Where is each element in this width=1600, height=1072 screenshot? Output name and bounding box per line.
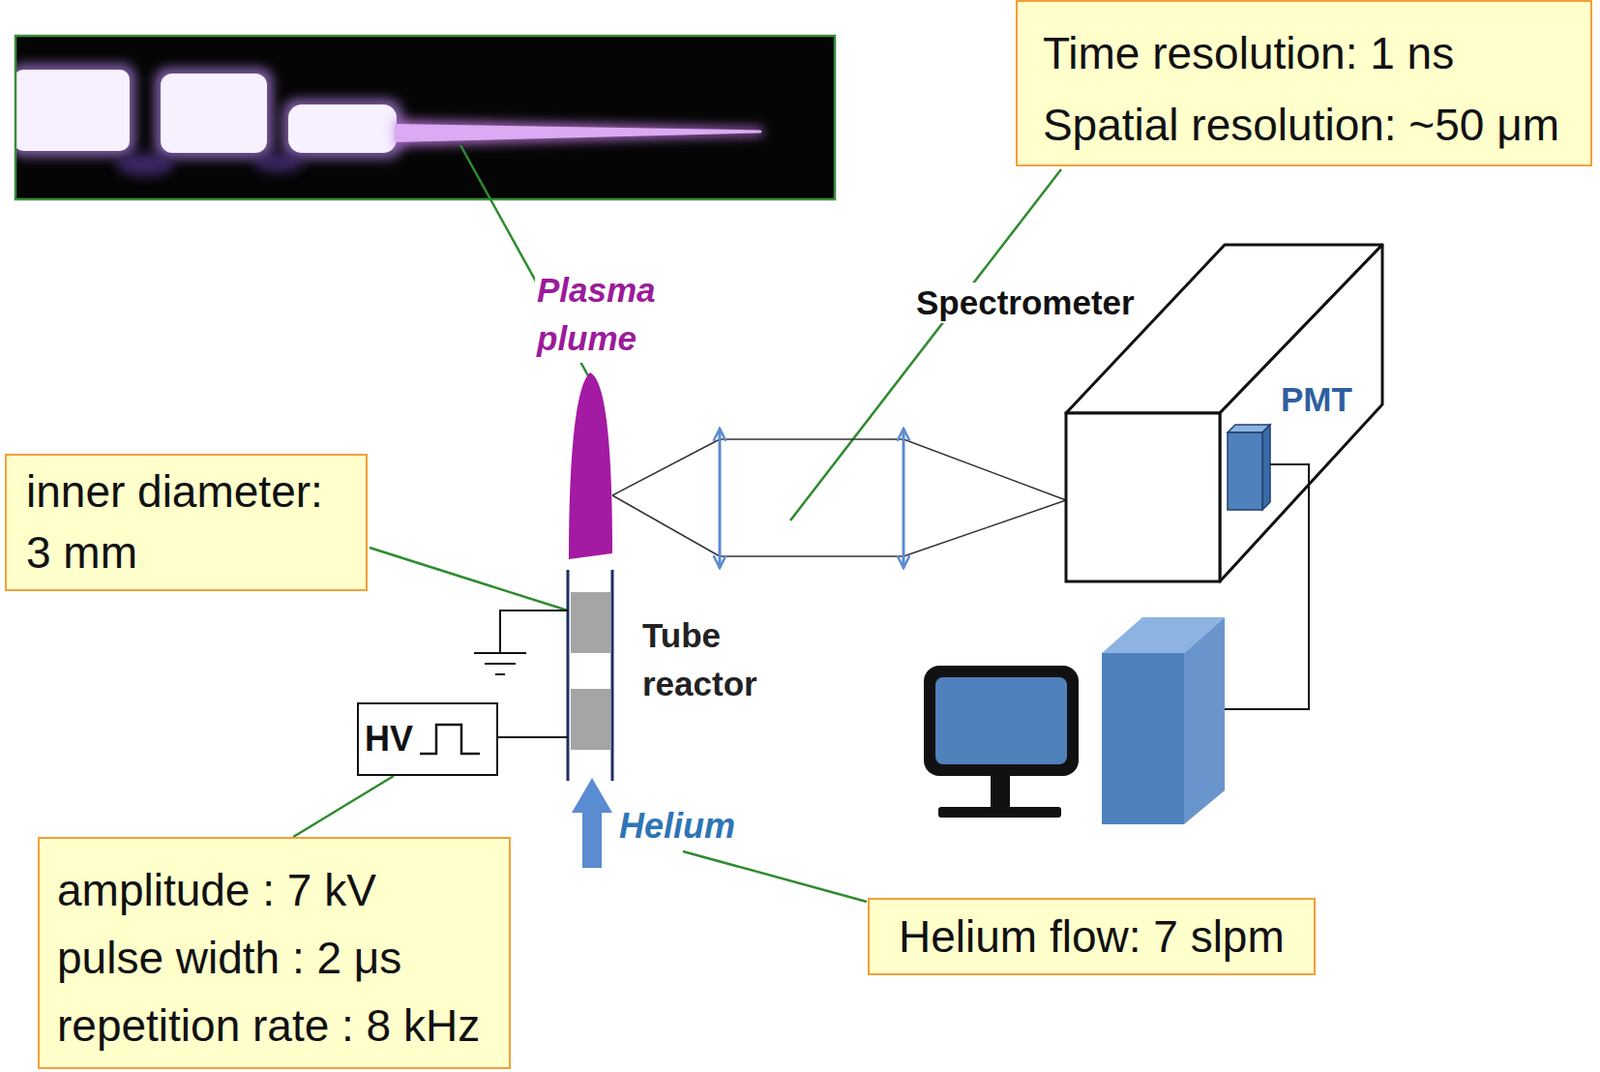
- ray: [903, 439, 1067, 501]
- tower-front: [1101, 652, 1185, 825]
- monitor-stand: [990, 775, 1010, 807]
- pmt-side: [1262, 424, 1271, 510]
- plume-label: Plasma plume: [534, 266, 684, 363]
- callout-text: Spatial resolution: ~50 μm: [1042, 88, 1560, 161]
- monitor-frame: [923, 665, 1079, 776]
- leader-line: [682, 851, 867, 902]
- electrode-block: [570, 688, 611, 750]
- ray: [612, 495, 720, 557]
- monitor-base: [938, 806, 1062, 818]
- pulse-waveform: [419, 724, 480, 754]
- leader-line: [790, 169, 1062, 521]
- electrode-block: [570, 592, 611, 653]
- ray: [903, 500, 1067, 557]
- hv-source: HV: [356, 702, 499, 776]
- reactor-label: Tube reactor: [640, 611, 800, 709]
- flow-callout: Helium flow: 7 slpm: [867, 897, 1316, 976]
- tube-wall: [566, 569, 570, 781]
- electrode-core: [15, 69, 130, 151]
- electrode-glow: [154, 67, 273, 159]
- plume-glow: [394, 119, 765, 147]
- ray: [719, 438, 904, 441]
- spectrometer-side: [1219, 244, 1383, 582]
- ground-wire: [500, 610, 568, 653]
- ray: [612, 439, 720, 496]
- callout-text: Helium flow: 7 slpm: [898, 899, 1285, 974]
- ground-symbol: [495, 673, 505, 676]
- tower-side: [1184, 617, 1225, 825]
- callout-text: repetition rate : 8 kHz: [57, 991, 480, 1060]
- lens-symbol: [902, 428, 906, 568]
- photo-frame: [15, 35, 835, 200]
- pmt-label: PMT: [1278, 379, 1355, 420]
- monitor-screen: [935, 677, 1067, 765]
- pmt-front: [1227, 432, 1263, 510]
- leader-line: [369, 547, 568, 611]
- plume-core: [394, 123, 763, 143]
- callout-text: inner diameter: 3 mm: [26, 461, 347, 584]
- hv-wire: [498, 736, 568, 739]
- ground-symbol: [474, 651, 527, 654]
- callout-text: pulse width : 2 μs: [57, 923, 480, 992]
- electrode-core: [160, 73, 267, 153]
- ray: [719, 555, 904, 558]
- photo-content: [15, 63, 765, 177]
- plasma-plume: [568, 372, 613, 560]
- gas-label: Helium: [617, 805, 738, 847]
- photo-background: [15, 35, 835, 200]
- ground-symbol: [484, 662, 516, 665]
- hv-label: HV: [364, 718, 414, 760]
- spectrometer-front: [1066, 413, 1220, 582]
- signal-cable: [1224, 464, 1309, 710]
- tube-glow: [253, 152, 304, 173]
- callout-text: amplitude : 7 kV: [57, 856, 480, 924]
- gas-flow-arrow: [571, 777, 613, 868]
- tube-callout: inner diameter: 3 mm: [4, 453, 368, 592]
- spectrometer-label: Spectrometer: [914, 282, 1137, 324]
- callout-text: Time resolution: 1 ns: [1042, 17, 1560, 89]
- electrode-core: [288, 104, 397, 153]
- tube-wall: [611, 569, 615, 781]
- tube-glow: [116, 152, 175, 177]
- light-rays: [612, 439, 1067, 557]
- electrode-glow: [282, 98, 403, 159]
- resolution-callout: Time resolution: 1 nsSpatial resolution:…: [1015, 0, 1593, 167]
- lens-symbol: [718, 428, 722, 568]
- pulse-callout: amplitude : 7 kVpulse width : 2 μsrepeti…: [37, 836, 511, 1069]
- electrode-glow: [15, 63, 136, 157]
- leader-line: [293, 775, 394, 837]
- pulse-symbol: [418, 716, 481, 762]
